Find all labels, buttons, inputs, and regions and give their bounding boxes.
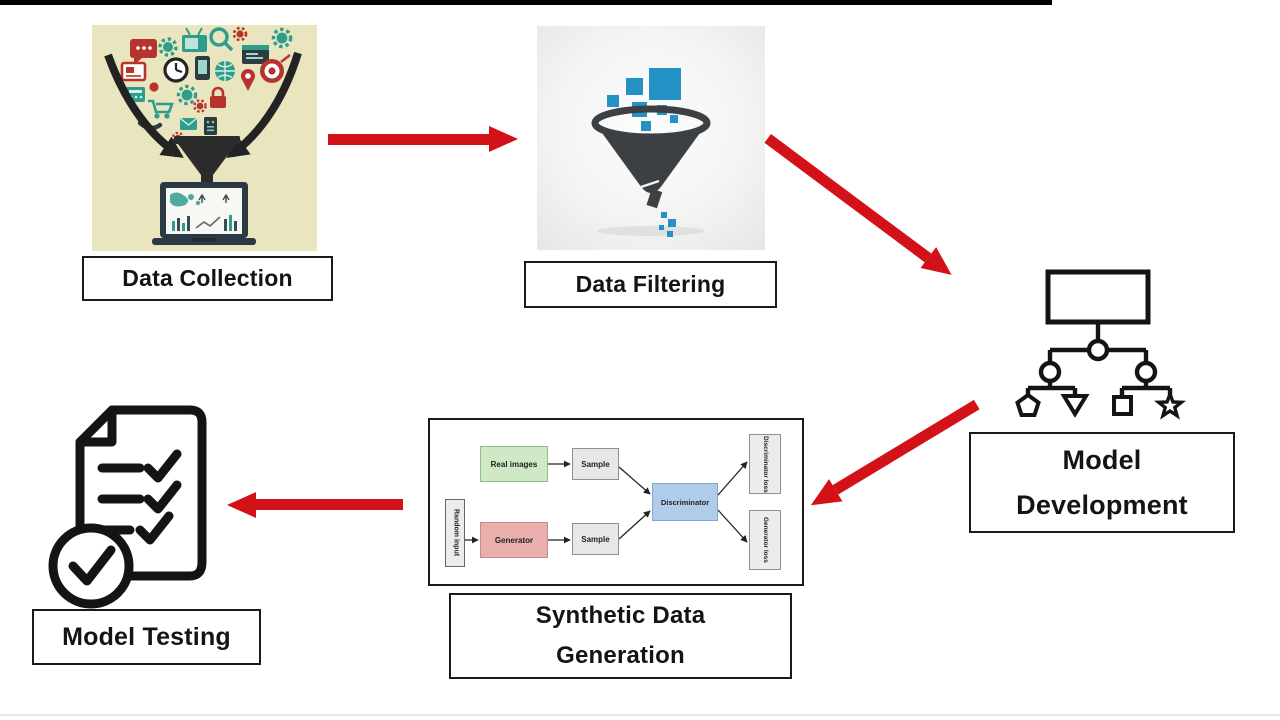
browser-window-icon (242, 45, 269, 64)
gan-discriminator-loss-text: Discriminator loss (762, 435, 770, 493)
mini-bar-chart (224, 215, 237, 231)
arrow-development-to-synthetic (804, 393, 985, 517)
arrow-collection-to-filtering (328, 125, 518, 153)
label-line-1: Model (1062, 444, 1142, 475)
bottom-edge-line (0, 714, 1280, 716)
gan-real-images-box: Real images (480, 446, 548, 482)
model-testing-image (40, 402, 220, 612)
decision-tree-icon (1015, 269, 1187, 420)
gear-icon (158, 37, 178, 57)
data-collection-image (92, 25, 317, 251)
data-filtering-label: Data Filtering (524, 261, 777, 308)
gan-sample-text: Sample (581, 534, 610, 544)
star-leaf (1153, 389, 1187, 420)
arrowhead-icon (227, 492, 256, 518)
gan-real-images-text: Real images (490, 459, 538, 469)
check-mark (135, 511, 174, 545)
gan-random-input-box: Random input (445, 499, 465, 567)
falling-data-squares (607, 68, 681, 131)
gan-generator-text: Generator (494, 535, 534, 545)
check-mark (143, 449, 182, 483)
label-text: Data Collection (122, 265, 293, 291)
envelope-icon (179, 117, 198, 130)
photo-card-icon (120, 61, 147, 82)
curved-arrow-right-icon (226, 51, 302, 159)
gan-discriminator-box: Discriminator (652, 483, 718, 521)
curved-arrow-left-icon (104, 53, 184, 158)
gan-sample-top-box: Sample (572, 448, 619, 480)
letterbox-bar (0, 0, 1052, 5)
clock-icon (163, 57, 189, 83)
label-line-2: Generation (556, 642, 685, 669)
location-pin-icon (241, 69, 255, 91)
target-icon (260, 54, 291, 83)
data-collection-label: Data Collection (82, 256, 333, 301)
check-mark (143, 480, 182, 514)
label-text: Model Testing (62, 622, 231, 651)
label-text: Data Filtering (575, 271, 726, 297)
gan-sample-bottom-box: Sample (572, 523, 619, 555)
shadow (597, 226, 705, 236)
folded-corner (75, 405, 117, 447)
gan-diagram: Random input Real images Generator Sampl… (428, 418, 804, 586)
gan-random-input-text: Random input (452, 509, 460, 557)
model-development-label: Model Development (969, 432, 1235, 533)
arrow-filtering-to-development (760, 127, 960, 286)
filter-funnel-icon (591, 105, 711, 209)
data-collection-illustration (104, 26, 302, 245)
check-circle-icon (48, 523, 134, 609)
check-mark (68, 545, 116, 586)
pentagon-leaf (1015, 392, 1041, 417)
gear-icon (232, 26, 248, 42)
magnifier-icon (209, 27, 234, 52)
lock-icon (210, 86, 226, 108)
laptop-icon (152, 182, 256, 245)
gan-discriminator-text: Discriminator (660, 497, 710, 507)
data-filtering-image (537, 26, 765, 250)
gan-generator-box: Generator (480, 522, 548, 558)
label-line-2: Development (1016, 489, 1188, 520)
gan-generator-loss-box: Generator loss (749, 510, 781, 570)
globe-icon (215, 61, 235, 81)
chat-bubble-icon (130, 39, 157, 65)
synthetic-data-generation-label: Synthetic Data Generation (449, 593, 792, 679)
gear-icon (176, 84, 198, 106)
triangle-leaf (1060, 394, 1090, 418)
checklist-document-icon (48, 405, 207, 609)
funnel-icon (174, 136, 240, 188)
model-development-image (1000, 268, 1200, 423)
tv-icon (182, 27, 207, 52)
gear-icon (271, 27, 293, 49)
root-node (1045, 269, 1151, 325)
gan-discriminator-loss-box: Discriminator loss (749, 434, 781, 494)
arrow-synthetic-to-testing (227, 491, 403, 519)
dot-icon (149, 82, 159, 92)
model-testing-label: Model Testing (32, 609, 261, 665)
arrowhead-icon (489, 126, 518, 152)
mini-bar-chart (172, 216, 190, 231)
gan-sample-text: Sample (581, 459, 610, 469)
gan-generator-loss-text: Generator loss (762, 517, 770, 563)
square-leaf (1112, 395, 1133, 416)
smartphone-icon (195, 56, 210, 80)
data-sheet-icon (204, 117, 217, 135)
filtered-output-squares (659, 212, 676, 237)
gan-connectors (465, 460, 748, 544)
gear-icon (193, 99, 207, 113)
shopping-cart-icon (148, 99, 174, 119)
filter-funnel-illustration (591, 68, 711, 237)
label-line-1: Synthetic Data (535, 602, 706, 629)
